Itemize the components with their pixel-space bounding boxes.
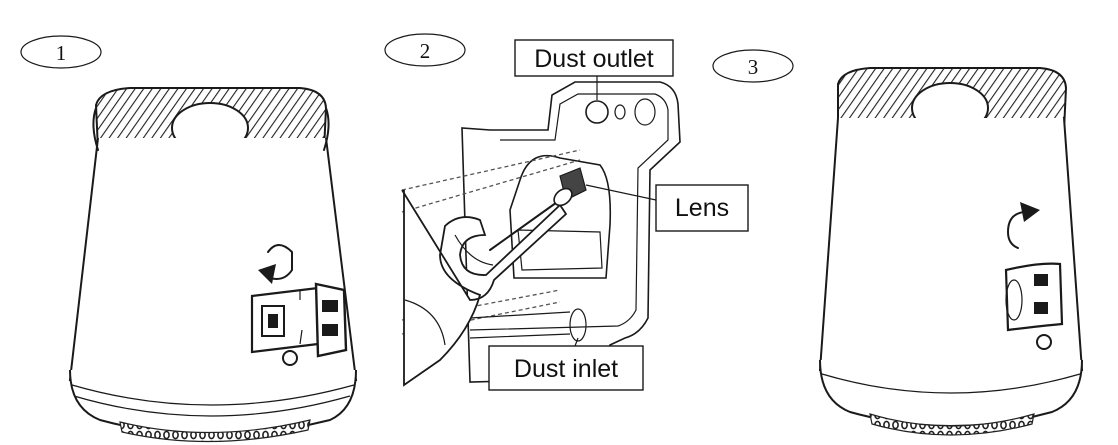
step-1-number: 1 [56, 41, 67, 65]
step-3-badge: 3 [713, 50, 793, 82]
step-2-badge: 2 [385, 34, 465, 66]
step-1-panel: 1 [21, 36, 356, 442]
step-2-number: 2 [420, 39, 431, 63]
step-2-panel: 2 [385, 34, 748, 390]
dust-outlet-port [586, 101, 608, 123]
indicator-button [1037, 335, 1051, 349]
step-3-panel: 3 [713, 50, 1082, 435]
sensor-module-closeup: Dust outlet Lens Dust inlet [402, 40, 748, 390]
dust-inlet-label: Dust inlet [514, 355, 618, 383]
dust-outlet-label: Dust outlet [534, 45, 654, 73]
sensor-door-open [252, 284, 346, 356]
step-1-badge: 1 [21, 36, 101, 68]
air-purifier-closed [820, 68, 1082, 435]
purifier-body [820, 118, 1082, 370]
purifier-base [70, 370, 356, 435]
sensor-door-closed [1006, 264, 1062, 330]
lens-label: Lens [675, 194, 729, 222]
step-3-number: 3 [748, 55, 759, 79]
dust-inlet-callout: Dust inlet [489, 338, 643, 390]
air-purifier-opened [70, 88, 356, 442]
indicator-button [283, 351, 297, 365]
